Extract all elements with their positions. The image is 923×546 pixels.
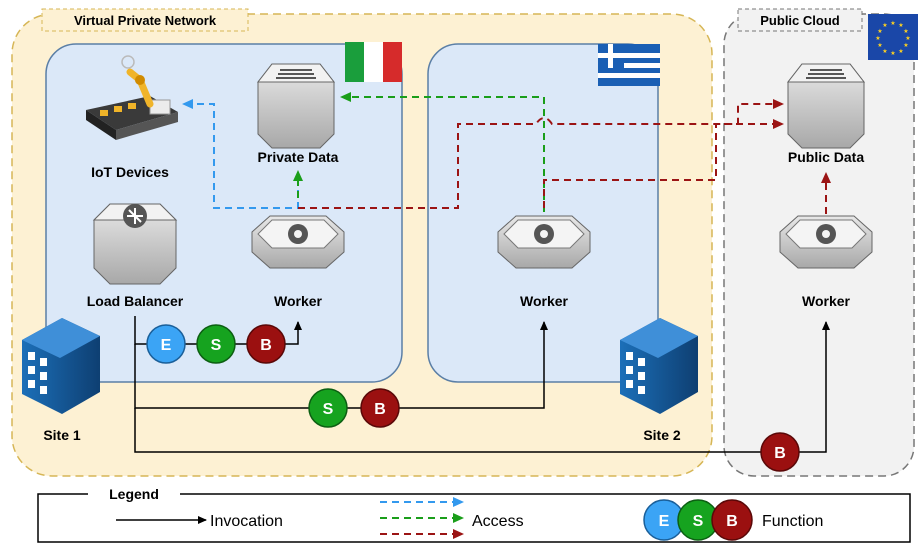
- svg-text:★: ★: [882, 48, 887, 55]
- svg-text:★: ★: [903, 28, 908, 35]
- private-data-icon: [256, 63, 336, 149]
- legend: Legend Invocation Access E S B Function: [37, 482, 911, 543]
- site1-label: Site 1: [43, 427, 81, 443]
- load-balancer-label: Load Balancer: [87, 293, 184, 309]
- svg-text:★: ★: [905, 35, 910, 42]
- site2-area: [427, 43, 659, 383]
- site2-label: Site 2: [643, 427, 681, 443]
- svg-text:E: E: [161, 337, 172, 354]
- svg-text:S: S: [211, 337, 222, 354]
- worker-site2-label: Worker: [520, 293, 569, 309]
- site2-building-icon: [620, 318, 698, 414]
- cloud-title-tag: Public Cloud: [737, 8, 863, 32]
- badge-b-site2: B: [360, 388, 400, 428]
- vpn-title: Virtual Private Network: [74, 13, 217, 28]
- worker-site2-icon: [497, 215, 591, 269]
- svg-text:E: E: [659, 513, 670, 530]
- svg-text:S: S: [693, 513, 704, 530]
- svg-text:B: B: [260, 337, 272, 354]
- private-data-label: Private Data: [258, 149, 339, 165]
- greece-flag: [598, 44, 660, 86]
- worker-cloud-icon: [779, 215, 873, 269]
- access-line-red-2: [543, 119, 784, 208]
- italy-flag: [345, 42, 402, 82]
- svg-text:★: ★: [877, 28, 882, 35]
- svg-text:★: ★: [898, 48, 903, 55]
- badge-e-site1: E: [146, 324, 186, 364]
- badge-b-site1: B: [246, 324, 286, 364]
- iot-robot-icon: [86, 55, 178, 140]
- svg-text:★: ★: [875, 35, 880, 42]
- svg-text:B: B: [774, 445, 786, 462]
- legend-invocation-label: Invocation: [210, 513, 283, 530]
- badge-s-site1: S: [196, 324, 236, 364]
- vpn-title-tag: Virtual Private Network: [41, 8, 249, 32]
- eu-flag: ★★★ ★★★ ★★★ ★★★: [868, 14, 918, 60]
- badge-s-site2: S: [308, 388, 348, 428]
- access-line-blue: [182, 99, 299, 209]
- legend-title: Legend: [109, 486, 159, 502]
- svg-text:★: ★: [890, 20, 895, 27]
- svg-text:★: ★: [898, 22, 903, 29]
- load-balancer-icon: [92, 203, 178, 285]
- public-data-label: Public Data: [788, 149, 864, 165]
- worker-site1-icon: [251, 215, 345, 269]
- site1-building-icon: [22, 318, 100, 414]
- badge-b-cloud: B: [760, 432, 800, 472]
- invocation-line-cloud: [134, 321, 830, 453]
- svg-text:★: ★: [890, 50, 895, 57]
- cloud-title: Public Cloud: [760, 13, 840, 28]
- legend-badge-b: B: [711, 499, 753, 541]
- svg-text:B: B: [726, 513, 738, 530]
- svg-text:B: B: [374, 401, 386, 418]
- svg-text:★: ★: [882, 22, 887, 29]
- worker-site1-label: Worker: [274, 293, 323, 309]
- legend-function-label: Function: [762, 513, 823, 530]
- svg-text:S: S: [323, 401, 334, 418]
- legend-access-label: Access: [472, 513, 524, 530]
- iot-label: IoT Devices: [91, 164, 169, 180]
- svg-text:★: ★: [877, 42, 882, 49]
- public-data-icon: [786, 63, 866, 149]
- worker-cloud-label: Worker: [802, 293, 851, 309]
- svg-text:★: ★: [903, 42, 908, 49]
